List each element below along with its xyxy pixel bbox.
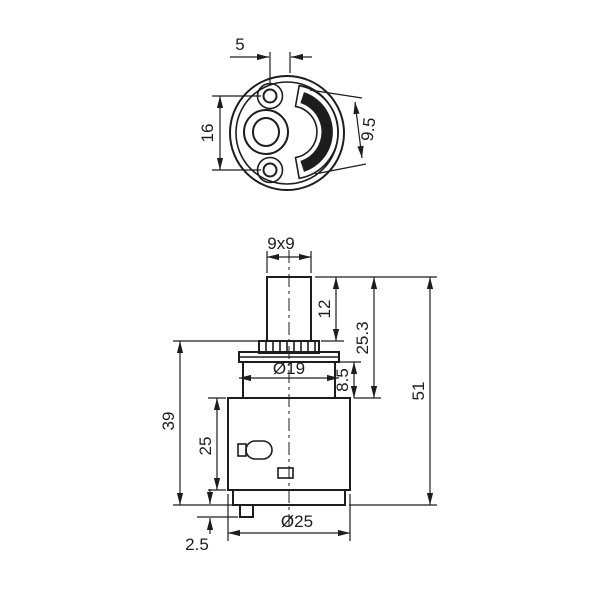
slot-outline xyxy=(294,84,339,180)
bottom-hole-boss xyxy=(256,156,284,184)
top-hole-boss xyxy=(256,82,284,110)
dim-label-body-height: 25 xyxy=(196,437,215,456)
center-hole xyxy=(252,117,280,147)
slot-seal xyxy=(300,92,333,172)
dim-stem-square: 9x9 xyxy=(266,234,312,273)
dim-label-slot-width: 9.5 xyxy=(358,116,380,142)
dim-label-hole-pitch: 16 xyxy=(198,124,217,143)
body-slot-step xyxy=(237,443,247,457)
dim-label-hole-offset: 5 xyxy=(235,35,244,54)
dim-label-stem-square: 9x9 xyxy=(267,234,294,253)
dim-hole-pitch: 16 xyxy=(198,95,261,171)
dim-upper-section: 25.3 xyxy=(353,277,378,398)
front-view: 9x9 12 25.3 8.5 51 39 xyxy=(159,234,437,554)
dim-label-body-with-collar: 39 xyxy=(159,412,178,431)
dim-label-total-height: 51 xyxy=(409,382,428,401)
outer-circle xyxy=(229,75,345,191)
body-slot-detail xyxy=(245,440,273,460)
dim-body-height: 25 xyxy=(196,397,226,491)
dim-label-collar-height: 8.5 xyxy=(333,368,352,392)
top-view: 5 16 9.5 xyxy=(198,35,380,191)
dim-label-base-diameter: Ø25 xyxy=(281,512,313,531)
dim-hole-offset: 5 xyxy=(230,35,312,85)
dim-slot-width: 9.5 xyxy=(309,89,380,175)
dim-label-collar-diameter: Ø19 xyxy=(273,359,305,378)
dim-collar-height: 8.5 xyxy=(333,361,361,398)
top-hole xyxy=(262,88,278,104)
center-boss xyxy=(243,109,289,155)
dim-label-foot-height: 2.5 xyxy=(185,535,209,554)
base-band xyxy=(232,489,346,506)
dim-collar-diameter: Ø19 xyxy=(239,359,339,382)
dim-foot-height: 2.5 xyxy=(185,489,238,554)
dim-label-stem-height: 12 xyxy=(315,300,334,319)
foot-tab xyxy=(239,504,254,518)
bottom-hole xyxy=(262,162,278,178)
dim-label-upper-section: 25.3 xyxy=(353,321,372,354)
body-window-detail xyxy=(277,467,294,479)
dim-stem-height: 12 xyxy=(315,277,344,342)
dim-body-with-collar: 39 xyxy=(159,341,184,505)
dim-total-height: 51 xyxy=(409,277,434,505)
